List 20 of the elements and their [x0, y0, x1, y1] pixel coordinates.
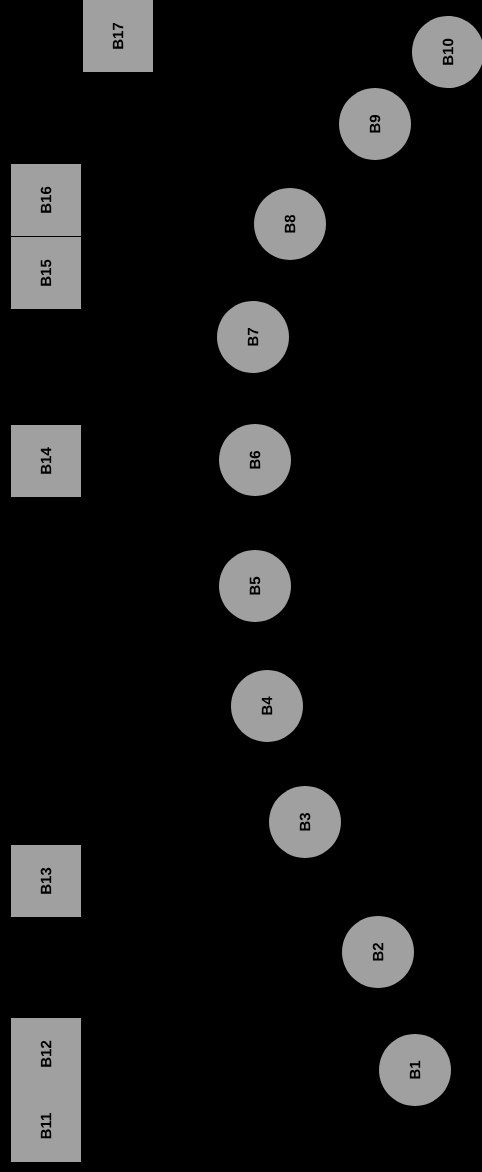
- box-node: B14: [11, 425, 81, 497]
- node-label: B11: [40, 1113, 52, 1139]
- circle-node: B9: [339, 88, 411, 160]
- box-node: B17: [83, 0, 153, 72]
- circle-node: B7: [217, 301, 289, 373]
- circle-node: B5: [219, 550, 291, 622]
- box-node: B15: [11, 237, 81, 309]
- node-label: B15: [40, 259, 52, 286]
- box-node: B11: [11, 1090, 81, 1162]
- circle-node: B1: [379, 1034, 451, 1106]
- circle-node: B6: [219, 424, 291, 496]
- circle-node: B8: [254, 188, 326, 260]
- circle-node: B3: [269, 786, 341, 858]
- node-label: B12: [40, 1040, 52, 1067]
- box-node: B12: [11, 1018, 81, 1090]
- box-node: B13: [11, 845, 81, 917]
- box-node: B16: [11, 164, 81, 236]
- circle-node: B4: [231, 670, 303, 742]
- circle-node: B2: [342, 916, 414, 988]
- node-label: B16: [40, 186, 52, 213]
